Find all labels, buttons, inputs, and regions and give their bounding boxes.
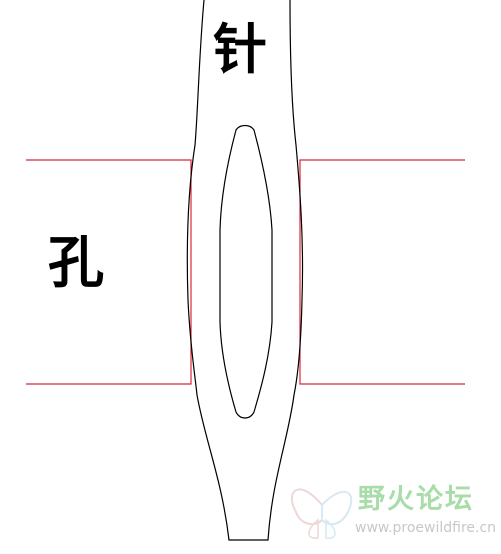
hole-label: 孔: [48, 230, 104, 296]
hole-right-wall: [299, 159, 465, 385]
needle-label: 针: [213, 17, 267, 81]
watermark-url: www.proewildfire.cn: [355, 520, 497, 536]
hole-outline: [26, 159, 465, 385]
watermark-logo-icon: [290, 488, 353, 539]
needle-outline: [186, 0, 304, 541]
needle-eye: [219, 124, 273, 419]
hole-left-wall: [26, 159, 192, 385]
watermark-title: 野火论坛: [358, 484, 474, 515]
